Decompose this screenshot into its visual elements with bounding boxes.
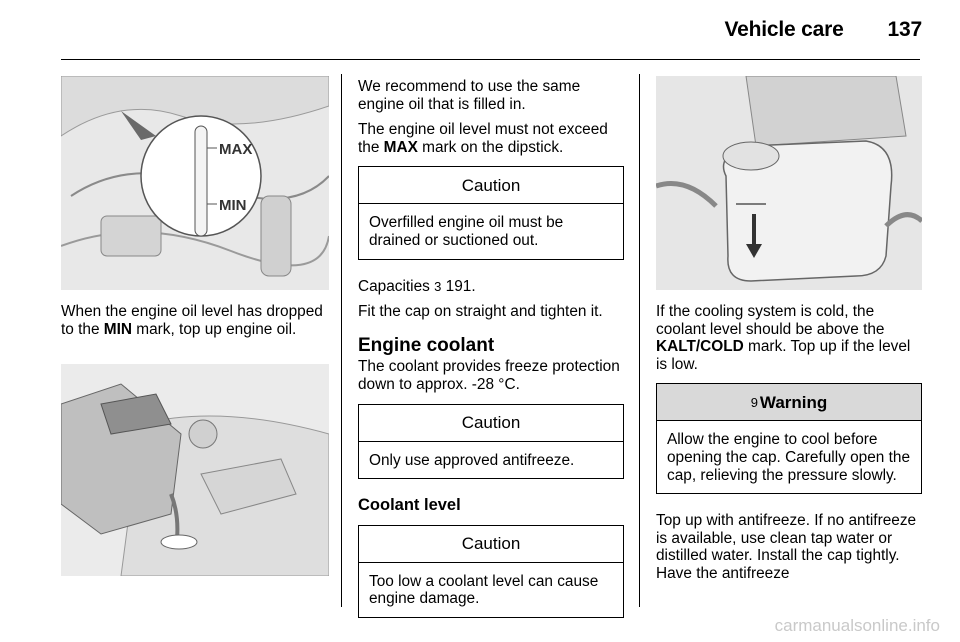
coolant-level-heading: Coolant level: [358, 496, 461, 515]
dipstick-illustration: MAX MIN: [61, 76, 329, 290]
column-divider-2: [639, 74, 640, 607]
engine-coolant-heading: Engine coolant: [358, 334, 495, 356]
coolant-tank-drawing: [656, 76, 922, 290]
oil-filling-illustration: [61, 364, 329, 576]
oil-bottle-drawing: [61, 364, 329, 576]
caution-box-overfilled: Caution Overfilled engine oil must be dr…: [358, 166, 624, 260]
caution-box-antifreeze: Caution Only use approved antifreeze.: [358, 403, 624, 480]
coolant-reservoir-illustration: [656, 76, 922, 290]
warning-body: Allow the engine to cool before opening …: [667, 431, 911, 484]
caution-title: Caution: [359, 167, 623, 205]
max-mark-paragraph: The engine oil level must not exceed the…: [358, 121, 608, 156]
min-label: MIN: [219, 197, 247, 214]
watermark: carmanualsonline.info: [774, 616, 940, 635]
column-3-text: If the cooling system is cold, the coola…: [656, 303, 922, 591]
capacities-paragraph: Capacities 3 191.: [358, 277, 476, 295]
warning-triangle-icon: 9: [750, 394, 758, 410]
column-divider-1: [341, 74, 342, 607]
header-title: Vehicle care: [724, 18, 844, 41]
column-1-text: When the engine oil level has dropped to…: [61, 303, 329, 346]
page-header: Vehicle care 137: [724, 18, 923, 42]
min-mark-paragraph: When the engine oil level has dropped to…: [61, 303, 323, 338]
page-number: 137: [887, 18, 923, 41]
caution-box-coolant-level: Caution Too low a coolant level can caus…: [358, 524, 624, 618]
engine-dipstick-drawing: MAX MIN: [61, 76, 329, 290]
header-rule: [61, 59, 920, 60]
caution-title: Caution: [359, 405, 623, 442]
caution-title: Caution: [359, 526, 623, 563]
fit-cap-paragraph: Fit the cap on straight and tighten it.: [358, 303, 603, 321]
column-2-text: We recommend to use the same engine oil …: [358, 78, 624, 636]
same-oil-paragraph: We recommend to use the same engine oil …: [358, 78, 581, 113]
caution-body: Overfilled engine oil must be drained or…: [369, 214, 564, 249]
caution-body: Too low a coolant level can cause engine…: [369, 572, 599, 608]
freeze-protection-paragraph: The coolant provides freeze protection d…: [358, 358, 620, 393]
page-ref-icon: 3: [434, 278, 442, 294]
max-label: MAX: [219, 141, 252, 158]
caution-body: Only use approved antifreeze.: [369, 451, 575, 469]
top-up-paragraph: Top up with antifreeze. If no antifreeze…: [656, 512, 917, 582]
warning-title: Warning: [759, 392, 828, 412]
cold-level-paragraph: If the cooling system is cold, the coola…: [656, 303, 911, 373]
